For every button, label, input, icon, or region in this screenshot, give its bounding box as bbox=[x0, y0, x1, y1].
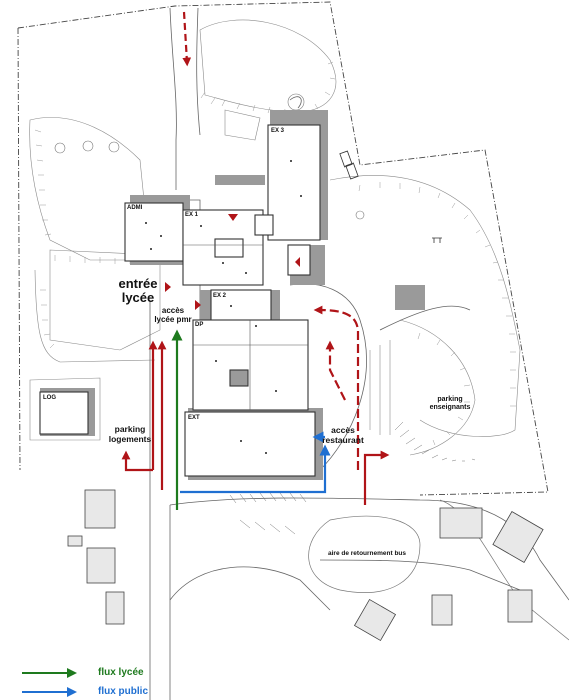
legend-label-lycee: flux lycée bbox=[98, 667, 144, 678]
neighbour-houses bbox=[67, 489, 544, 642]
acces-restaurant-line1: accès bbox=[331, 425, 355, 435]
parking-enseignants-line1: parking bbox=[437, 396, 463, 403]
entry-markers bbox=[165, 214, 300, 310]
label-ex1: EX 1 bbox=[185, 212, 199, 218]
entree-line1: entrée bbox=[118, 276, 158, 291]
parking-enseignants-line2: enseignants bbox=[429, 404, 471, 412]
label-entree-lycee: entrée lycée bbox=[112, 276, 164, 306]
acces-restaurant-line2: restaurant bbox=[322, 434, 364, 445]
label-admi: ADMI bbox=[127, 205, 143, 211]
parking-logements-line2: logements bbox=[108, 433, 152, 444]
acces-pmr-line1: accès bbox=[161, 306, 185, 315]
bench-symbol bbox=[432, 237, 442, 243]
label-dp: DP bbox=[195, 322, 204, 328]
parking-bays-south bbox=[229, 492, 307, 535]
flux-vehicule bbox=[121, 11, 390, 505]
bus-turnaround bbox=[308, 515, 421, 593]
label-ex2: EX 2 bbox=[213, 293, 227, 299]
buildings bbox=[39, 124, 321, 477]
flux-public bbox=[180, 431, 331, 494]
car-symbol bbox=[339, 150, 353, 168]
label-aire-retournement-bus: aire de retournement bus bbox=[328, 550, 407, 557]
entree-line2: lycée bbox=[121, 290, 155, 306]
parking-logements-line1: parking bbox=[114, 424, 146, 434]
parking-bays-enseignants bbox=[369, 340, 476, 462]
site-boundary-west bbox=[17, 27, 21, 471]
acces-pmr-line2: lycée pmr bbox=[154, 315, 192, 325]
label-log: LOG bbox=[43, 395, 56, 401]
label-ex3: EX 3 bbox=[271, 128, 285, 134]
label-parking-logements: parking logements bbox=[104, 424, 156, 445]
legend-arrows bbox=[22, 668, 77, 697]
site-boundary bbox=[17, 1, 549, 496]
embankments bbox=[29, 19, 521, 456]
label-parking-enseignants: parking enseignants bbox=[420, 396, 480, 412]
legend-label-public: flux public bbox=[98, 686, 148, 697]
label-acces-restaurant: accès restaurant bbox=[318, 425, 368, 446]
label-acces-lycee-pmr: accès lycée pmr bbox=[148, 306, 198, 324]
interior-markers bbox=[145, 160, 302, 454]
label-ext: EXT bbox=[188, 415, 200, 421]
